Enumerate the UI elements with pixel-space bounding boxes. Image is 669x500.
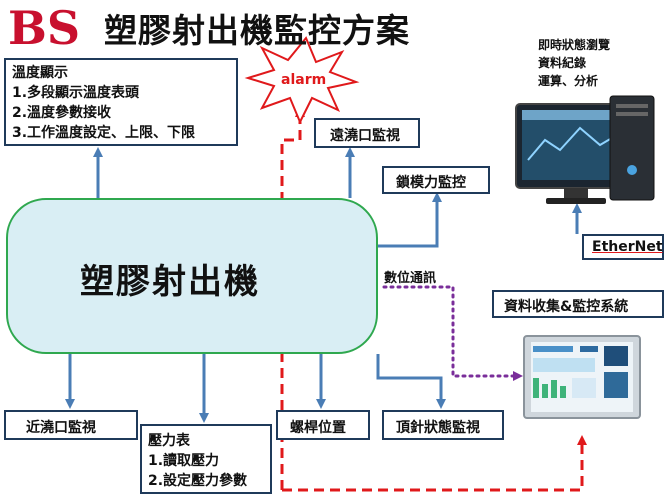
svg-text:BS: BS (8, 2, 80, 50)
arrow-to-clamp-force (378, 192, 442, 248)
injection-machine (6, 198, 378, 354)
ethernet-box: EtherNet (582, 234, 664, 260)
pressure-line: 1.讀取壓力 (148, 453, 220, 469)
temperature-title: 溫度顯示 (12, 65, 68, 81)
temperature-line: 2.溫度參數接收 (12, 105, 112, 121)
pc-caption-line: 即時狀態瀏覽 (538, 38, 611, 52)
digital-comm-label: 數位通訊 (384, 271, 437, 286)
bs-logo: BS (8, 2, 80, 50)
near-gate-box: 近澆口監視 (4, 410, 138, 440)
data-system-box: 資料收集&監控系統 (492, 290, 664, 318)
ejector-pin-box: 頂針狀態監視 (382, 410, 504, 440)
pressure-box: 壓力表 1.讀取壓力 2.設定壓力參數 (140, 424, 272, 494)
touch-panel-icon (523, 335, 641, 419)
page-title: 塑膠射出機監控方案 (104, 11, 410, 50)
temperature-box: 溫度顯示 1.多段顯示溫度表頭 2.溫度參數接收 3.工作溫度設定、上限、下限 (4, 58, 238, 146)
alarm-burst (244, 36, 360, 125)
red-dashed-to-panel (282, 435, 587, 492)
arrow-to-ejector (376, 354, 446, 409)
computer-icon (515, 95, 655, 204)
pressure-line: 2.設定壓力參數 (148, 473, 248, 489)
temperature-line: 3.工作溫度設定、上限、下限 (12, 125, 196, 141)
temperature-line: 1.多段顯示溫度表頭 (12, 85, 140, 101)
pressure-title: 壓力表 (148, 433, 190, 449)
pc-caption-line: 資料紀錄 (538, 56, 587, 70)
pc-caption-line: 運算、分析 (538, 74, 599, 88)
machine-label: 塑膠射出機 (80, 262, 260, 302)
alarm-label: alarm (281, 72, 327, 88)
red-dashed-to-alarm (280, 107, 305, 490)
screw-position-box: 螺桿位置 (276, 410, 370, 440)
clamp-force-box: 鎖模力監控 (382, 166, 490, 194)
remote-gate-box: 遠澆口監視 (314, 118, 420, 148)
purple-dotted-comm (382, 285, 523, 381)
